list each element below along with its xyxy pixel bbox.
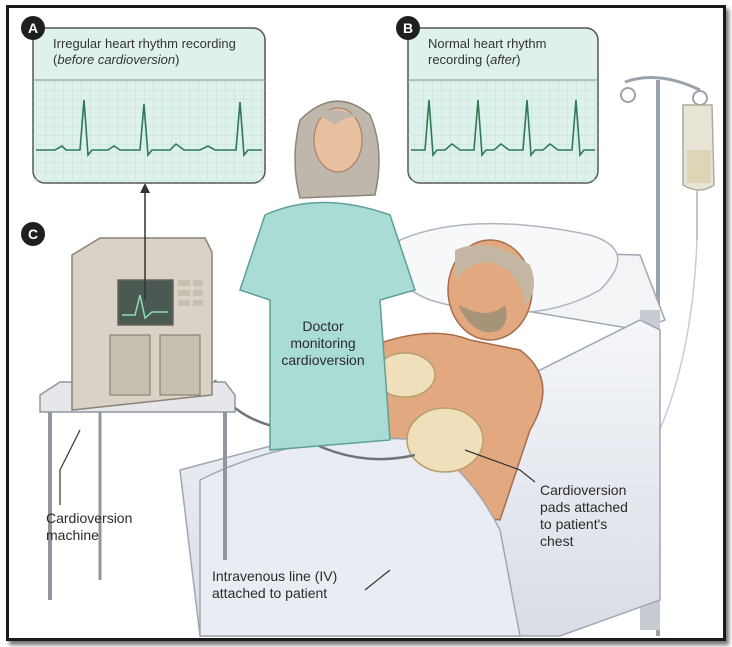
cardioversion-machine: [71, 237, 213, 411]
panel-a-title: Irregular heart rhythm recording (before…: [53, 36, 263, 68]
badge-b: B: [396, 16, 420, 40]
panel-a-title-line2: (before cardioversion): [53, 52, 180, 67]
panel-b-title: Normal heart rhythm recording (after): [428, 36, 596, 68]
panel-b-title-line1: Normal heart rhythm: [428, 36, 547, 51]
label-iv: Intravenous line (IV) attached to patien…: [212, 568, 338, 601]
label-pads: Cardioversion pads attached to patient's…: [540, 482, 628, 549]
arrow-to-panel-a: [140, 183, 150, 300]
ecg-panel-a: [32, 27, 266, 184]
leader-lines: [59, 429, 536, 591]
badge-c: C: [21, 222, 45, 246]
ecg-trace-irregular: [36, 99, 262, 158]
label-doctor: Doctor monitoring cardioversion: [281, 318, 365, 368]
doctor: [239, 100, 416, 451]
badge-a: A: [21, 16, 45, 40]
ecg-panel-b: [407, 27, 599, 184]
label-machine: Cardioversion machine: [46, 510, 133, 543]
panel-a-title-line1: Irregular heart rhythm recording: [53, 36, 236, 51]
ecg-trace-normal: [411, 99, 595, 158]
panel-b-title-line2: recording (after): [428, 52, 521, 67]
